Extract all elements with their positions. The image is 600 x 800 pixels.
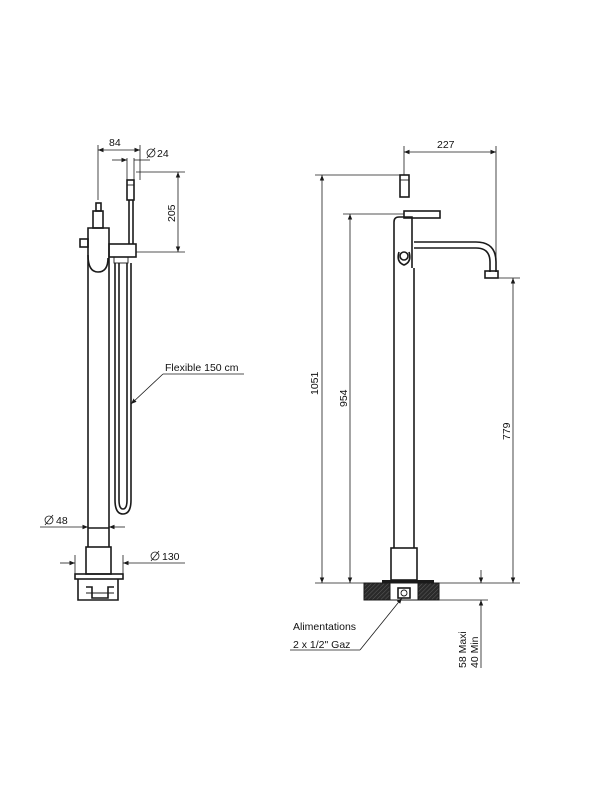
supply-label-line2: 2 x 1/2" Gaz [293, 639, 350, 651]
dim-227-label: 227 [437, 139, 455, 151]
floor-min-label: 40 Min [469, 636, 481, 668]
dim-779-label: 779 [501, 422, 513, 440]
dim-24-label: 24 [157, 148, 169, 160]
dim-227: 227 [403, 139, 497, 270]
hose-label: Flexible 150 cm [165, 362, 239, 374]
column-body [87, 278, 110, 529]
front-view: 227 1051 954 779 Alimentations 2 x 1/2" … [290, 139, 520, 668]
dim-954-label: 954 [338, 389, 350, 407]
dim-954: 954 [338, 213, 404, 583]
dim-205-label: 205 [166, 204, 178, 222]
supply-leader: Alimentations 2 x 1/2" Gaz [290, 597, 403, 651]
mixer-head [79, 202, 137, 278]
dim-1051: 1051 [309, 174, 400, 583]
column-base [74, 528, 124, 601]
hose-leader: Flexible 150 cm [130, 362, 244, 405]
mixer-head-front [393, 174, 441, 268]
dim-diameter-130: 130 [60, 550, 185, 574]
column-body-front [393, 268, 415, 548]
supply-label-line1: Alimentations [293, 621, 356, 633]
dim-84: 84 [97, 137, 141, 200]
dim-84-label: 84 [109, 137, 121, 149]
dim-diameter-48: 48 [40, 514, 125, 530]
dim-diameter-24: 24 [112, 147, 169, 180]
dim-130-label: 130 [162, 551, 180, 563]
dim-floor-depth: 58 Maxi 40 Min [430, 570, 488, 668]
side-view: 84 24 205 Flexible 150 cm [40, 137, 244, 601]
dim-205: 205 [136, 171, 185, 253]
hand-shower [126, 179, 135, 244]
dim-48-label: 48 [56, 515, 68, 527]
floor-max-label: 58 Maxi [457, 631, 469, 668]
dim-779: 779 [498, 277, 520, 583]
dim-1051-label: 1051 [309, 371, 321, 395]
spout [414, 241, 499, 279]
flexible-hose [114, 263, 132, 515]
column-base-front [363, 547, 440, 601]
